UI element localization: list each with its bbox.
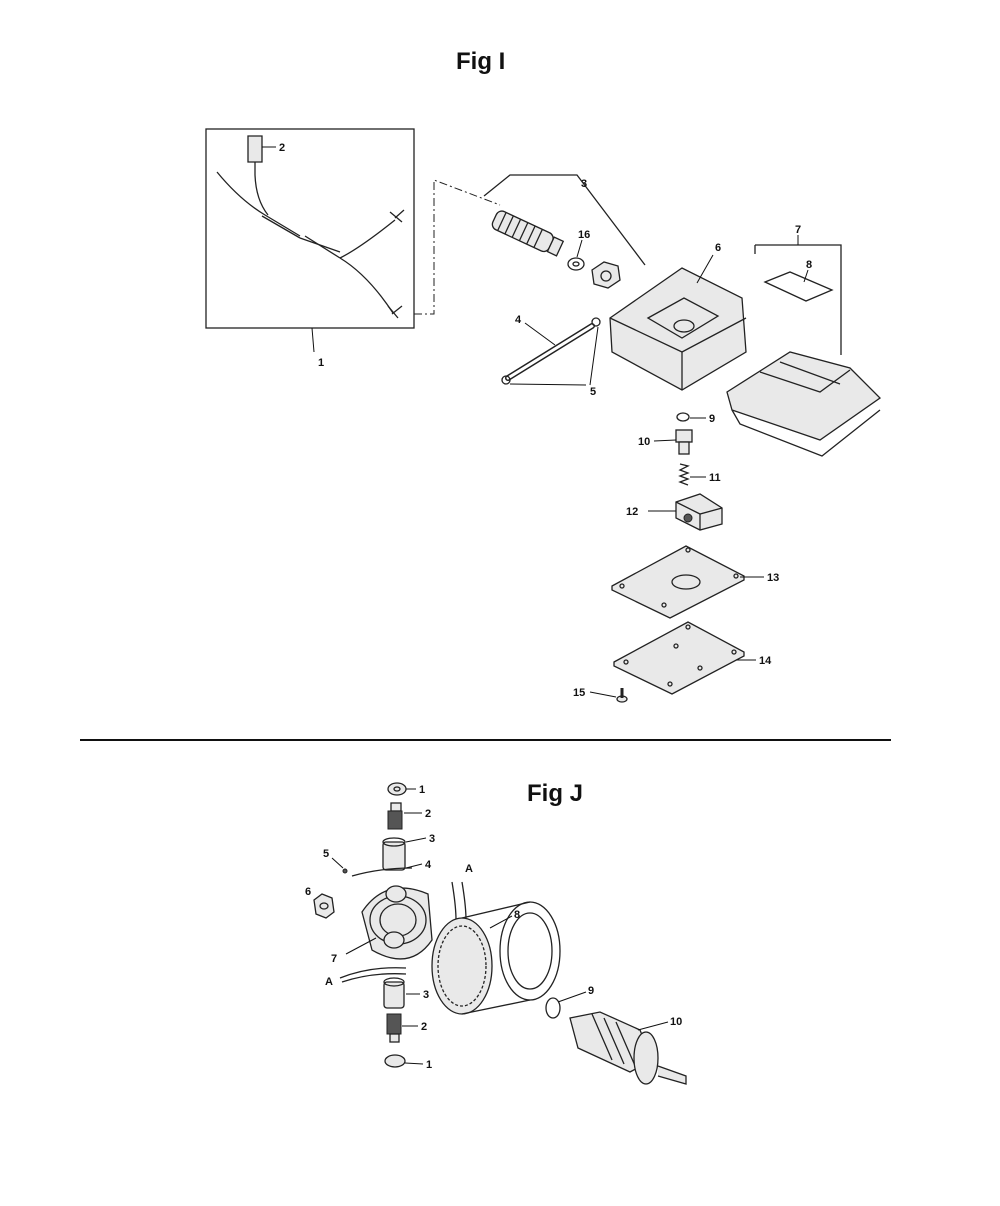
part-12-switch-block (675, 493, 723, 531)
part-3-brush-holder-bottom (383, 977, 405, 1009)
callout-j-7: 7 (331, 953, 337, 965)
callout-i-14: 14 (759, 655, 772, 667)
part-6-housing (609, 267, 747, 391)
callout-j-4: 4 (425, 859, 432, 871)
callout-i-2: 2 (279, 142, 285, 154)
callout-i-11: 11 (709, 472, 721, 484)
fig-j-diagram: 1 2 3 4 5 6 (305, 782, 687, 1085)
callout-i-9: 9 (709, 413, 715, 425)
part-2-brush-top (387, 802, 403, 830)
callout-j-9: 9 (588, 985, 594, 997)
callout-i-1: 1 (318, 357, 324, 369)
part-8-stator (431, 901, 561, 1015)
callout-j-6: 6 (305, 886, 311, 898)
part-13-plate (611, 545, 745, 619)
callout-j-3-bottom: 3 (423, 989, 429, 1001)
callout-i-7: 7 (795, 224, 801, 236)
callout-i-8: 8 (806, 259, 812, 271)
part-3-strain-relief (483, 174, 646, 289)
part-5-clip (501, 375, 511, 385)
part-2-brush-bottom (386, 1013, 402, 1043)
part-1-brush-cap-bottom (384, 1054, 406, 1068)
part-1-brush-cap-top (387, 782, 407, 796)
callout-i-4: 4 (515, 314, 522, 326)
part-9-o-ring (676, 412, 690, 422)
callout-j-5: 5 (323, 848, 329, 860)
part-16-washer (567, 257, 585, 271)
callout-i-3: 3 (581, 178, 587, 190)
callout-i-6: 6 (715, 242, 721, 254)
figure-divider (80, 739, 891, 741)
part-9-washer (545, 997, 561, 1019)
callout-i-16: 16 (578, 229, 590, 241)
part-7-end-bell (361, 885, 433, 960)
callout-j-1-top: 1 (419, 784, 425, 796)
part-10-armature (569, 1011, 687, 1085)
part-1-wire-harness (205, 128, 501, 329)
callout-j-8: 8 (514, 909, 520, 921)
fig-j-title: Fig J (527, 780, 584, 807)
callout-j-2-top: 2 (425, 808, 431, 820)
part-3-brush-holder-top (382, 837, 406, 871)
part-6-nut (313, 893, 335, 919)
callout-j-2-bottom: 2 (421, 1021, 427, 1033)
callout-j-10: 10 (670, 1016, 682, 1028)
part-8-label (763, 271, 834, 302)
fig-i-title: Fig I (456, 48, 506, 75)
callout-i-12: 12 (626, 506, 638, 518)
callout-i-10: 10 (638, 436, 650, 448)
callout-j-a-bottom: A (325, 976, 333, 988)
part-14-base-plate (613, 621, 745, 695)
callout-i-5: 5 (590, 386, 596, 398)
fig-i-diagram: 2 1 3 16 4 5 (205, 128, 882, 703)
part-10-plunger (675, 429, 693, 455)
callout-j-1-bottom: 1 (426, 1059, 432, 1071)
part-15-screw (616, 688, 628, 703)
callout-j-a-top: A (465, 863, 473, 875)
part-5-pin (342, 868, 348, 874)
part-7-pedal-cover (726, 235, 882, 457)
callout-j-3-top: 3 (429, 833, 435, 845)
callout-i-15: 15 (573, 687, 585, 699)
part-11-spring (678, 463, 690, 486)
callout-i-13: 13 (767, 572, 779, 584)
